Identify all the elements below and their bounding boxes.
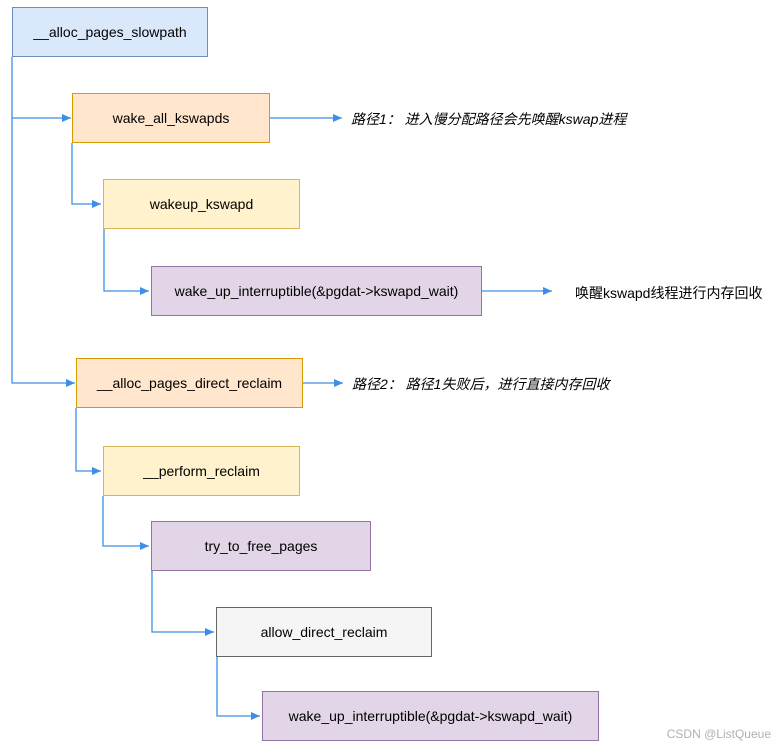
edge-wakeup-to-wake-up-1 [103, 229, 149, 295]
node-label: wake_all_kswapds [112, 110, 230, 126]
node-wake-all-kswapds: wake_all_kswapds [72, 93, 270, 143]
node-perform-reclaim: __perform_reclaim [103, 446, 300, 496]
edge-slowpath-to-wake-all [11, 57, 71, 122]
node-label: allow_direct_reclaim [260, 624, 388, 640]
node-wakeup-kswapd: wakeup_kswapd [103, 179, 300, 229]
edge-try-to-allow [151, 571, 214, 636]
node-label: wake_up_interruptible(&pgdat->kswapd_wai… [288, 708, 573, 724]
edge-allow-to-wake-up-2 [216, 657, 260, 720]
node-label: wakeup_kswapd [149, 196, 254, 212]
note-path1: 路径1： 进入慢分配路径会先唤醒kswap进程 [351, 111, 627, 127]
node-alloc-pages-slowpath: __alloc_pages_slowpath [12, 7, 208, 57]
node-wake-up-interruptible-1: wake_up_interruptible(&pgdat->kswapd_wai… [151, 266, 482, 316]
node-label: try_to_free_pages [204, 538, 318, 554]
node-try-to-free-pages: try_to_free_pages [151, 521, 371, 571]
edge-perform-to-try [102, 496, 149, 550]
note-wake-kswapd: 唤醒kswapd线程进行内存回收 [575, 285, 763, 301]
watermark: CSDN @ListQueue [666, 727, 771, 741]
edge-direct-reclaim-to-perform [75, 408, 101, 475]
node-allow-direct-reclaim: allow_direct_reclaim [216, 607, 432, 657]
note-path2: 路径2： 路径1失败后，进行直接内存回收 [352, 376, 610, 392]
node-alloc-pages-direct-reclaim: __alloc_pages_direct_reclaim [76, 358, 303, 408]
node-wake-up-interruptible-2: wake_up_interruptible(&pgdat->kswapd_wai… [262, 691, 599, 741]
edge-wake-all-to-wakeup [71, 143, 101, 208]
node-label: __alloc_pages_direct_reclaim [96, 375, 283, 391]
node-label: __perform_reclaim [143, 463, 260, 479]
node-label: wake_up_interruptible(&pgdat->kswapd_wai… [174, 283, 459, 299]
edge-slowpath-to-direct-reclaim [11, 118, 75, 387]
node-label: __alloc_pages_slowpath [33, 24, 187, 40]
